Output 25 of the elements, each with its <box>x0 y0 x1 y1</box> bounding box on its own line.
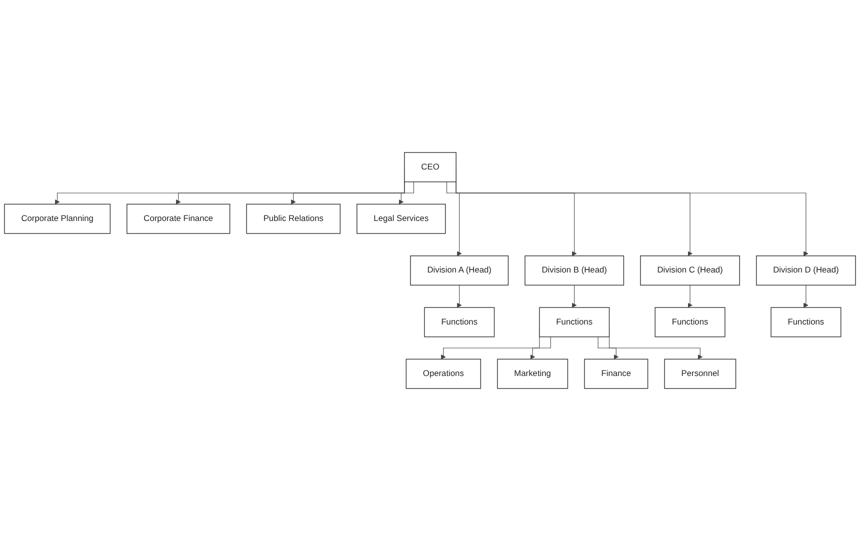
arrow <box>598 336 619 360</box>
node-box: Corporate Finance <box>126 204 230 234</box>
node-box: Functions <box>424 307 495 338</box>
node-box: Operations <box>406 358 482 389</box>
arrow <box>530 336 551 360</box>
node-box: Functions <box>539 307 610 338</box>
arrow <box>456 284 462 308</box>
node-box: Marketing <box>497 358 568 389</box>
node-box: Functions <box>654 307 726 338</box>
node-box: Functions <box>770 307 842 338</box>
node-box: CEO <box>404 152 456 182</box>
arrow <box>688 284 692 308</box>
node-box: Legal Services <box>356 204 446 234</box>
arrow <box>398 182 414 204</box>
node-box: Division D (Head) <box>756 255 856 286</box>
node-box: Division C (Head) <box>640 255 740 286</box>
arrow <box>446 182 462 256</box>
node-box: Finance <box>584 358 648 389</box>
arrow <box>572 284 577 308</box>
node-box: Personnel <box>664 358 736 389</box>
node-box: Division B (Head) <box>524 255 624 286</box>
node-box: Corporate Planning <box>4 204 111 234</box>
node-box: Public Relations <box>246 204 341 234</box>
node-box: Division A (Head) <box>410 255 509 286</box>
arrow <box>804 284 808 308</box>
